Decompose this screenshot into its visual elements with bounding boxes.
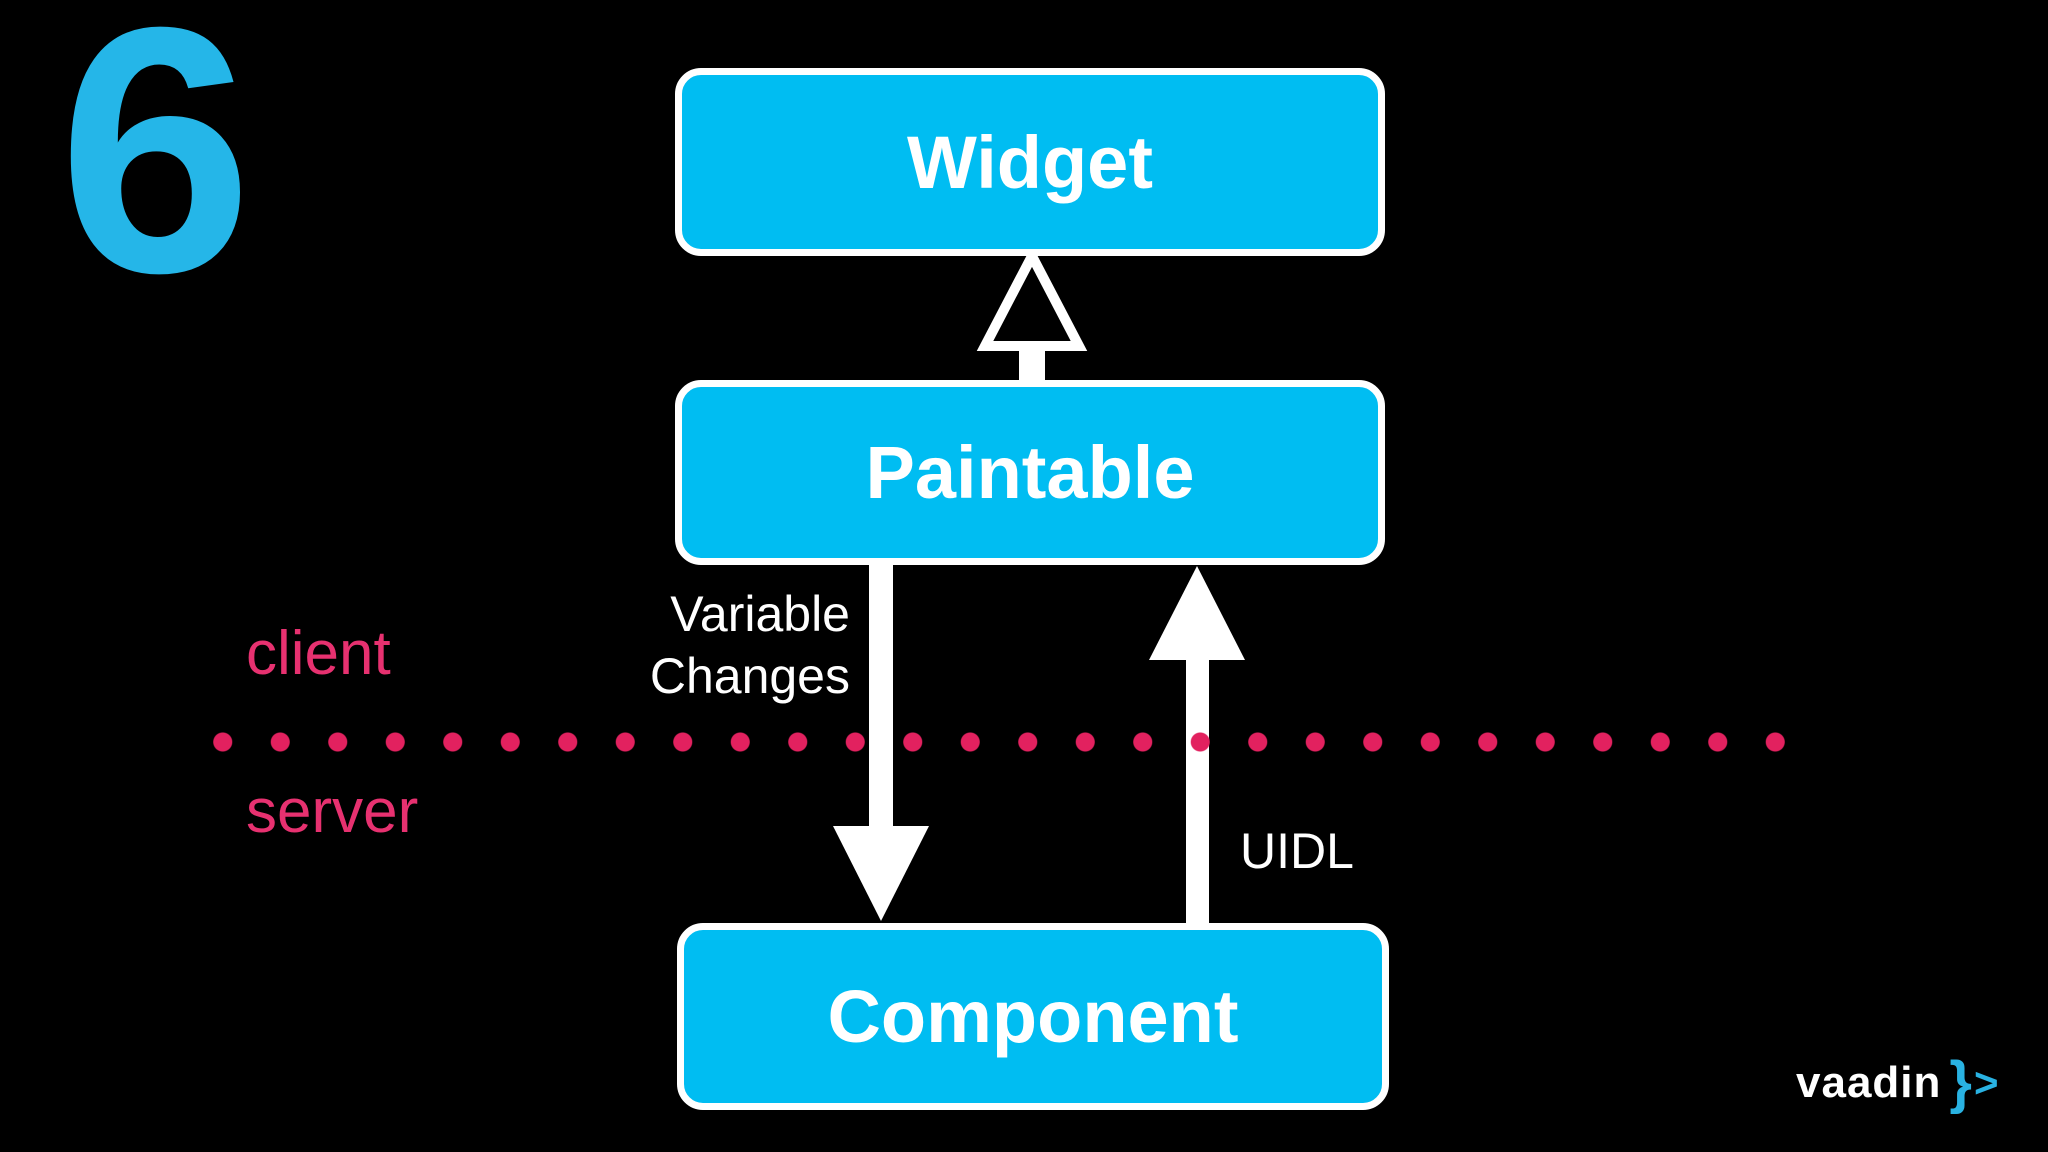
vaadin-logo: vaadin } >	[1796, 1054, 1999, 1112]
node-widget-label: Widget	[907, 120, 1153, 204]
uidl-arrow-icon	[1149, 566, 1245, 928]
variable-changes-line1: Variable	[670, 586, 850, 642]
client-layer-label: client	[246, 619, 391, 688]
node-component: Component	[677, 923, 1389, 1110]
variable-changes-line2: Changes	[649, 648, 850, 704]
node-component-label: Component	[827, 975, 1239, 1058]
client-server-divider	[194, 732, 1804, 752]
server-layer-label: server	[246, 777, 419, 846]
vaadin-logo-chevron-icon: >	[1973, 1059, 1999, 1106]
variable-changes-label: Variable Changes	[550, 583, 850, 707]
node-paintable-label: Paintable	[865, 431, 1195, 514]
node-paintable: Paintable	[675, 380, 1385, 565]
slide-number: 6	[58, 0, 253, 346]
variable-changes-arrow-icon	[833, 563, 929, 921]
inheritance-arrow-icon	[976, 245, 1088, 384]
node-widget: Widget	[675, 68, 1385, 256]
vaadin-logo-brace-icon: }	[1949, 1050, 1972, 1115]
uidl-label: UIDL	[1240, 823, 1354, 879]
vaadin-logo-text: vaadin	[1796, 1058, 1942, 1107]
